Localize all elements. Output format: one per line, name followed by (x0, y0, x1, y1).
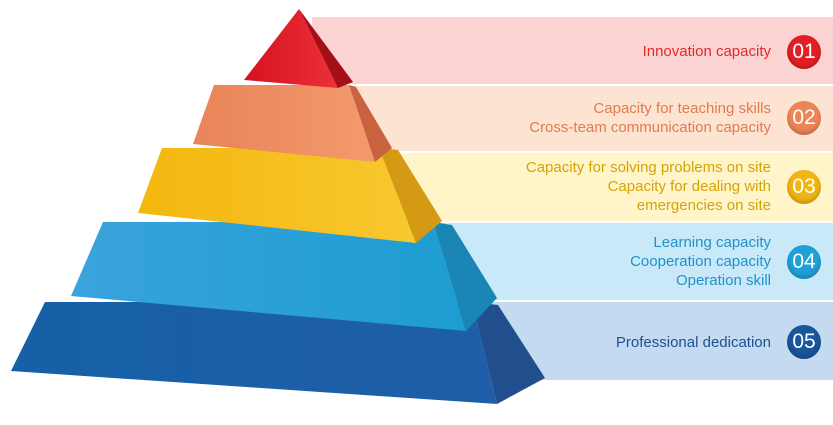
level-02-text: Capacity for teaching skills Cross-team … (529, 99, 771, 137)
level-02-line-1: Capacity for teaching skills (593, 100, 771, 117)
level-03-text: Capacity for solving problems on site Ca… (526, 158, 771, 215)
level-04-badge: 04 (787, 245, 821, 279)
tier-01-side (299, 9, 353, 88)
level-01-badge: 01 (787, 35, 821, 69)
level-03-line-1: Capacity for solving problems on site (525, 159, 771, 176)
tier-02-front (193, 85, 375, 162)
level-01-text: Innovation capacity (643, 42, 771, 61)
tier-03-front (138, 148, 416, 243)
tier-05-front (11, 302, 497, 404)
level-05-badge: 05 (787, 325, 821, 359)
level-04-line-1: Learning capacity (653, 234, 771, 251)
level-01-line-1: Innovation capacity (642, 43, 771, 60)
band-01 (312, 17, 833, 84)
tier-02-side (349, 85, 392, 162)
level-03-line-3: emergencies on site (636, 197, 771, 214)
level-03-line-2: Capacity for dealing with (607, 178, 771, 195)
tier-05-side (472, 302, 545, 404)
level-05-line-1: Professional dedication (615, 334, 771, 351)
level-04-line-3: Operation skill (675, 272, 771, 289)
level-04-text: Learning capacity Cooperation capacity O… (630, 233, 771, 290)
tier-03-side (379, 148, 442, 243)
level-02-line-2: Cross-team communication capacity (529, 119, 771, 136)
level-04-line-2: Cooperation capacity (630, 253, 771, 270)
tier-04-side (433, 222, 497, 331)
band-02 (312, 86, 833, 151)
tier-01-front (244, 9, 338, 88)
level-05-text: Professional dedication (616, 333, 771, 352)
level-03-badge: 03 (787, 170, 821, 204)
tier-04-front (71, 222, 466, 331)
level-02-badge: 02 (787, 101, 821, 135)
